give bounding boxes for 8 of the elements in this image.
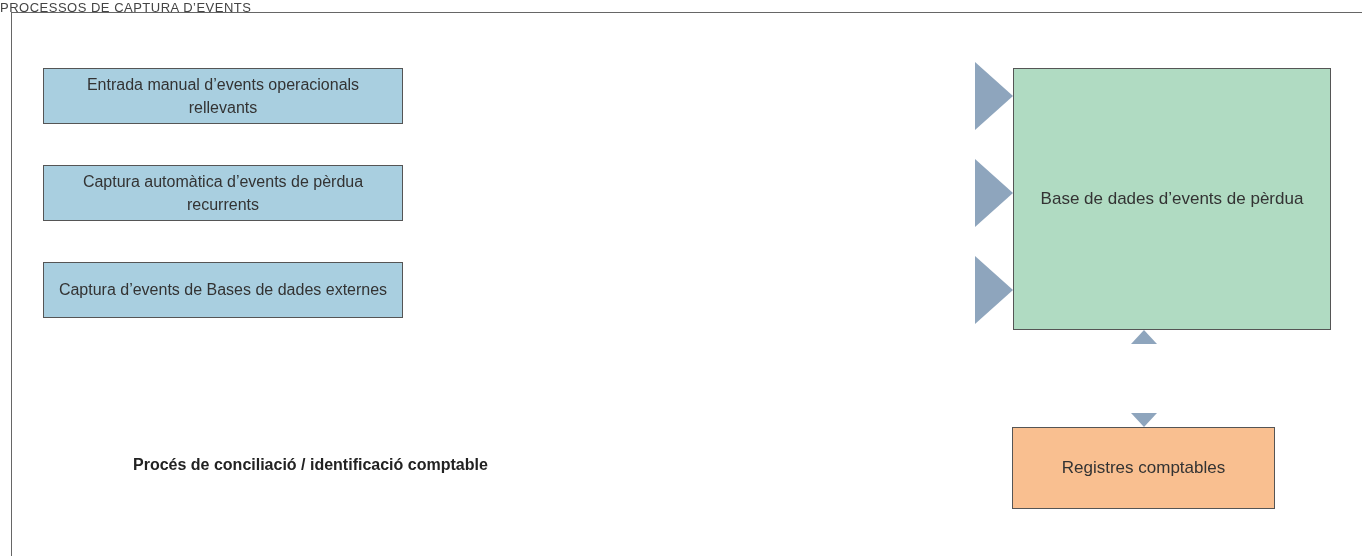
database-box: Base de dades d’events de pèrdua [1013,68,1331,330]
process-box: Captura automàtica d’events de pèrdua recurrents [43,165,403,221]
section-label: Procés de conciliació / identificació comptable [133,456,488,474]
block-arrow [1131,330,1157,427]
diagram-title: PROCESSOS DE CAPTURA D’EVENTS [0,0,252,15]
process-box: Registres comptables [1012,427,1275,509]
process-box: Captura d’events de Bases de dades externes [43,262,403,318]
process-box: Entrada manual d’events operacionals rellevants [43,68,403,124]
